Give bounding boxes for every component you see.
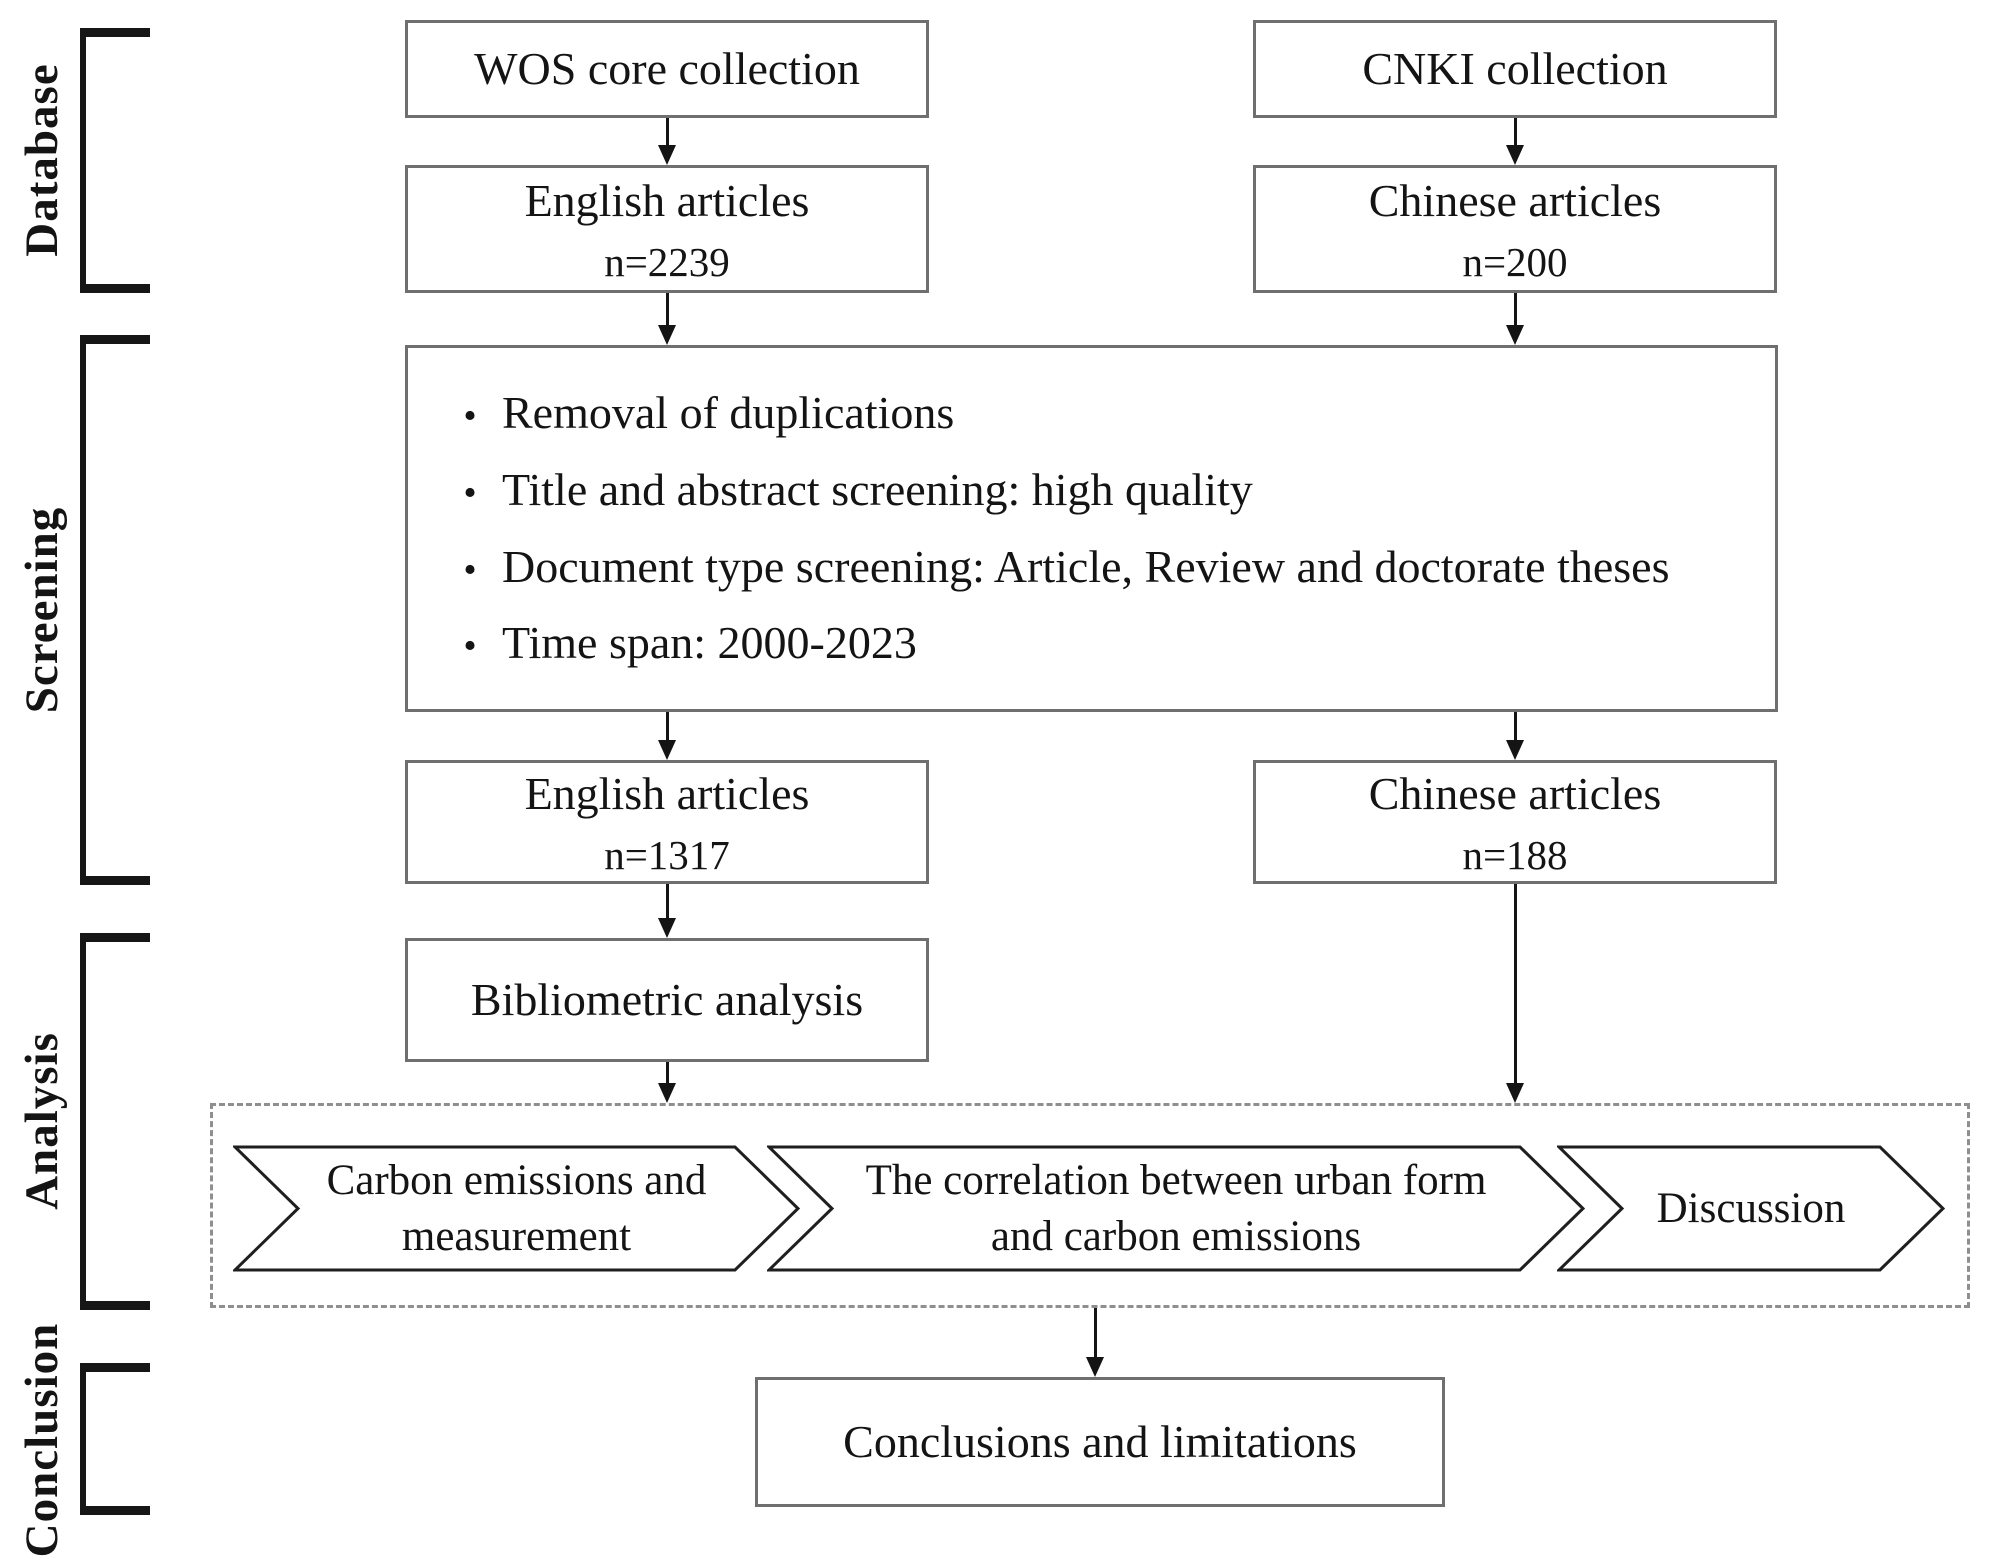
box-screening-criteria: • Removal of duplications • Title and ab… [405,345,1778,712]
bullet-icon: • [463,625,477,668]
chinese-screened-title: Chinese articles [1368,767,1662,819]
english-screened-count: n=1317 [604,832,730,879]
bullet-icon: • [463,471,477,514]
chevron-discussion: Discussion [1557,1145,1945,1272]
arrow-chinese-to-screening [1504,293,1526,345]
criterion-title-abstract: Title and abstract screening: high quali… [502,463,1253,515]
arrow-wos-to-english [656,118,678,165]
screening-criterion-row: • Document type screening: Article, Revi… [438,540,1755,593]
box-bibliometric-analysis: Bibliometric analysis [405,938,929,1062]
box-chinese-articles-initial: Chinese articles n=200 [1253,165,1777,293]
arrow-bibliometric-to-themes [656,1062,678,1103]
chinese-initial-title: Chinese articles [1368,174,1662,226]
theme-carbon-emissions-label: Carbon emissions and measurement [326,1157,707,1260]
arrow-english-to-screening [656,293,678,345]
theme-discussion-label: Discussion [1656,1184,1846,1232]
chinese-initial-count: n=200 [1462,239,1568,286]
screening-criterion-row: • Removal of duplications [438,388,1755,439]
chevron-arrow-shape [233,1145,800,1272]
section-label-conclusion: Conclusion [16,1322,68,1557]
theme-urban-form-label: The correlation between urban form and c… [865,1157,1487,1260]
criterion-duplications: Removal of duplications [502,387,955,439]
bracket-database [80,28,150,293]
box-chinese-articles-screened: Chinese articles n=188 [1253,760,1777,884]
section-label-screening: Screening [16,506,68,714]
arrow-themes-to-conclusions [1084,1308,1106,1377]
arrow-cnki-to-chinese [1504,118,1526,165]
box-cnki-collection: CNKI collection [1253,20,1777,118]
bracket-screening [80,335,150,885]
conclusions-label: Conclusions and limitations [843,1416,1357,1468]
bibliometric-label: Bibliometric analysis [470,974,864,1026]
arrow-chinese-to-themes [1504,884,1526,1103]
section-label-analysis: Analysis [16,1032,68,1210]
wos-core-collection-label: WOS core collection [474,43,860,95]
box-conclusions-limitations: Conclusions and limitations [755,1377,1445,1507]
english-screened-title: English articles [524,767,810,819]
cnki-collection-label: CNKI collection [1362,43,1668,95]
chinese-screened-count: n=188 [1462,832,1568,879]
chevron-urban-form-correlation: The correlation between urban form and c… [767,1145,1585,1272]
arrow-english-to-bibliometric [656,884,678,938]
section-label-database: Database [16,63,68,257]
bullet-icon: • [463,548,477,591]
english-initial-count: n=2239 [604,239,730,286]
box-wos-core-collection: WOS core collection [405,20,929,118]
criterion-time-span: Time span: 2000-2023 [502,617,917,669]
screening-criterion-row: • Title and abstract screening: high qua… [438,463,1755,516]
chevron-carbon-emissions: Carbon emissions and measurement [233,1145,800,1272]
english-initial-title: English articles [524,174,810,226]
bracket-conclusion [80,1363,150,1515]
chevron-arrow-shape [1557,1145,1945,1272]
bullet-icon: • [463,395,477,438]
chevron-arrow-shape [767,1145,1585,1272]
analysis-themes-container [210,1103,1970,1308]
bracket-analysis [80,933,150,1310]
box-english-articles-screened: English articles n=1317 [405,760,929,884]
arrow-screening-to-chinese-after [1504,712,1526,760]
screening-criterion-row: • Time span: 2000-2023 [438,618,1755,669]
arrow-screening-to-english-after [656,712,678,760]
box-english-articles-initial: English articles n=2239 [405,165,929,293]
criterion-document-type: Document type screening: Article, Review… [502,540,1670,592]
